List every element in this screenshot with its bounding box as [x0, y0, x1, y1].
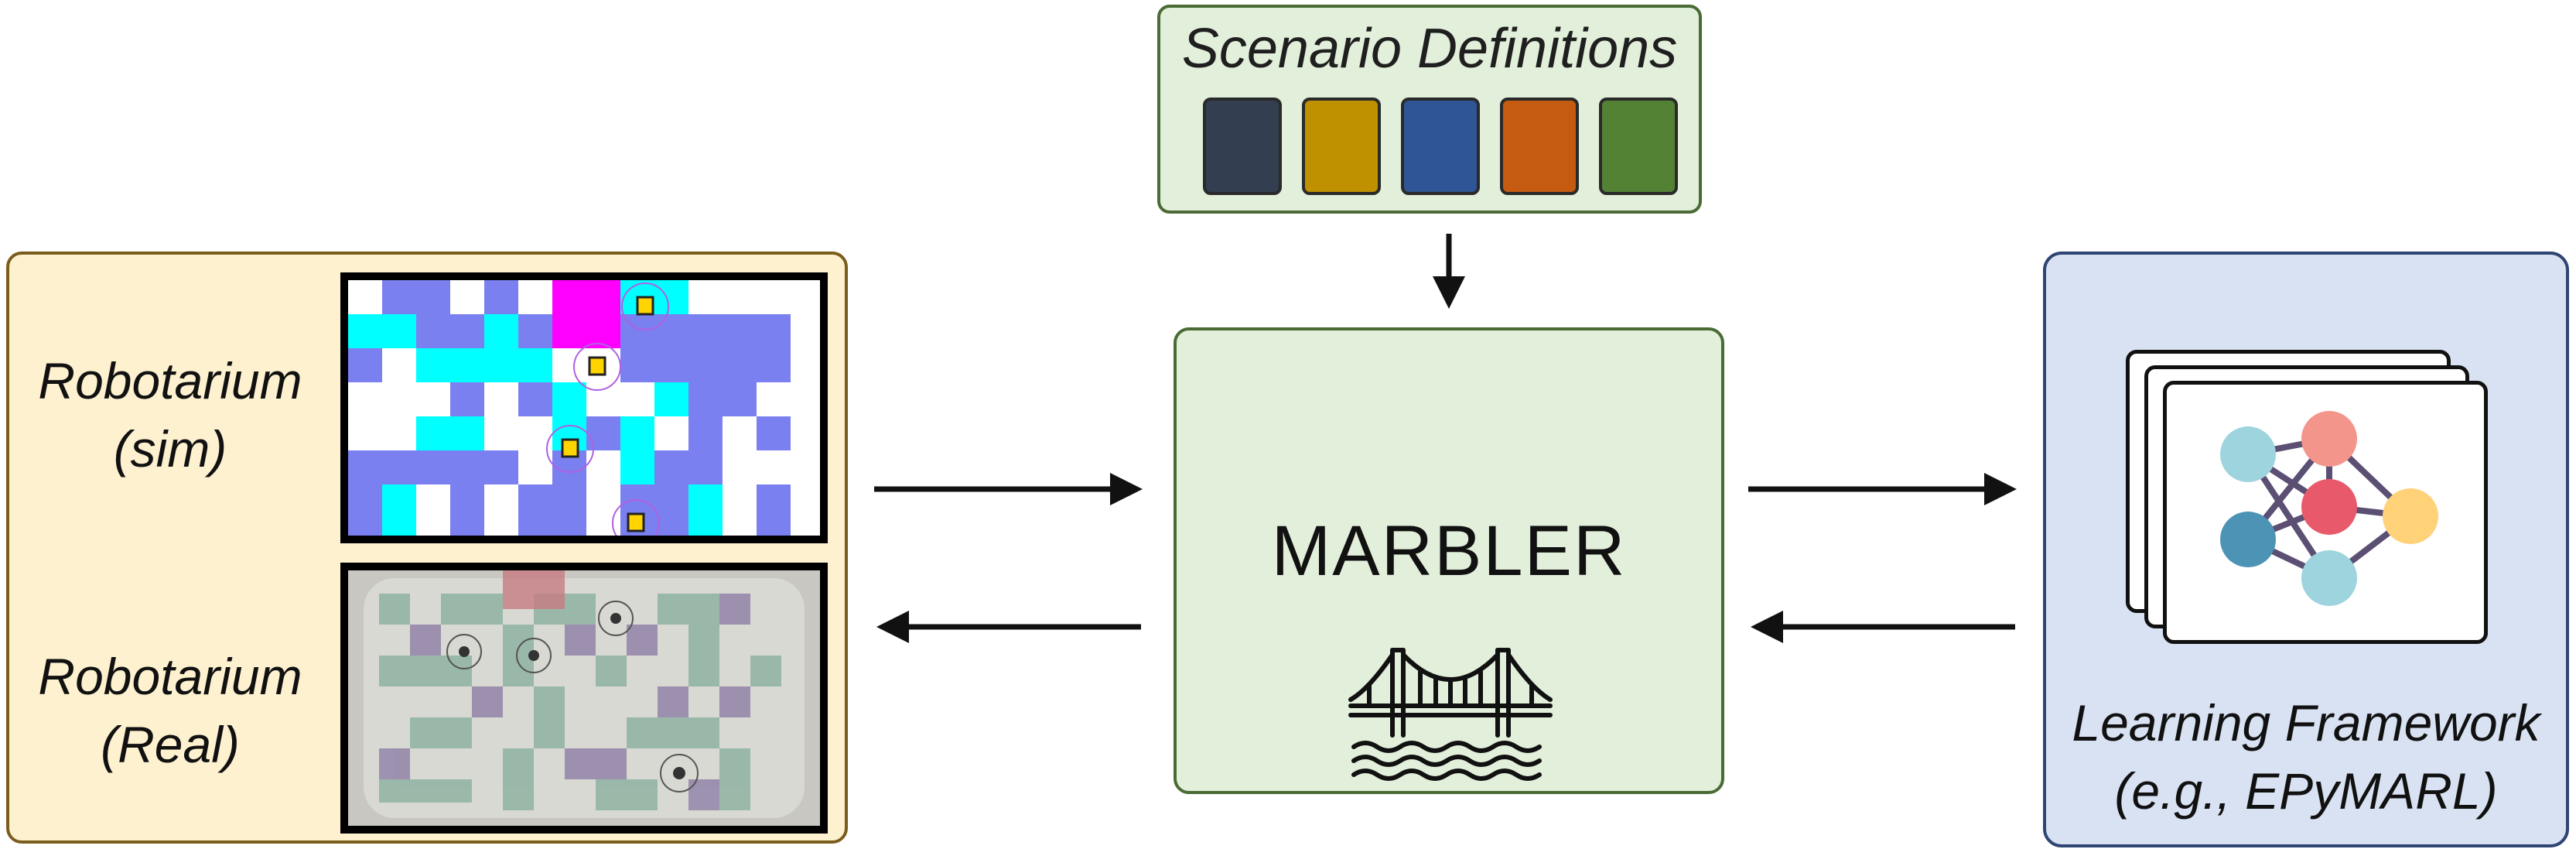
robotarium-sim-label: Robotarium (sim) — [8, 347, 333, 483]
neural-network-icon — [2220, 411, 2438, 606]
robotarium-sim-label-line1: Robotarium — [38, 352, 302, 409]
robotarium-real-label-line2: (Real) — [101, 716, 240, 773]
sim-grid-picture — [348, 280, 820, 536]
learning-framework-label: Learning Framework (e.g., EPyMARL) — [2043, 689, 2569, 825]
scenario-title: Scenario Definitions — [1181, 18, 1678, 80]
robotarium-real-label-line1: Robotarium — [38, 648, 302, 705]
robotarium-real-label: Robotarium (Real) — [8, 642, 333, 779]
scenario-swatch-2 — [1302, 98, 1381, 195]
learning-framework-label-line2: (e.g., EPyMARL) — [2114, 762, 2498, 820]
scenario-swatch-3 — [1401, 98, 1480, 195]
learning-framework-label-line1: Learning Framework — [2072, 694, 2540, 751]
scenario-swatch-5 — [1599, 98, 1678, 195]
scenario-swatch-4 — [1500, 98, 1579, 195]
robotarium-sim-image — [340, 272, 828, 543]
real-arena-picture — [348, 570, 820, 826]
marbler-label: MARBLER — [1271, 512, 1627, 591]
scenario-swatch-1 — [1203, 98, 1282, 195]
robotarium-real-image — [340, 563, 828, 834]
robotarium-sim-label-line2: (sim) — [113, 420, 227, 478]
network-card-front — [2163, 381, 2488, 644]
bridge-icon — [1348, 648, 1553, 781]
